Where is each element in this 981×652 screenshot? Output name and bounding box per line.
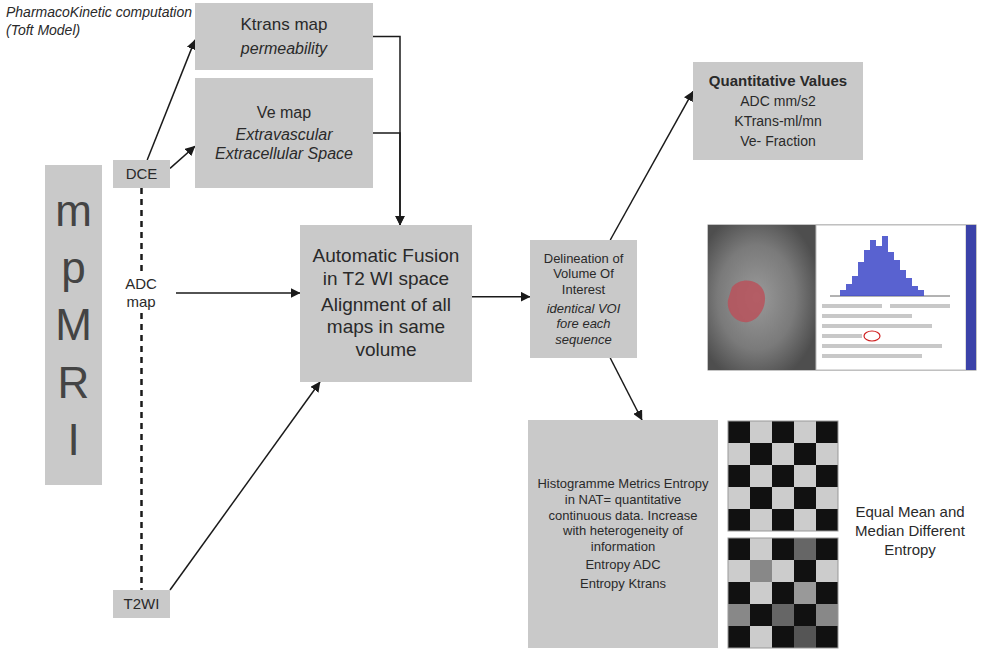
cell — [794, 626, 816, 648]
node-text: KTrans-ml/mn — [734, 113, 821, 130]
cell — [794, 538, 816, 560]
board-frame — [728, 538, 838, 648]
cell — [772, 560, 794, 582]
cell — [772, 626, 794, 648]
node-title: Automatic Fusion in T2 WI space — [308, 245, 464, 291]
cell — [772, 582, 794, 604]
stats-panel — [816, 225, 966, 370]
sequence-box: T2WI — [113, 590, 170, 618]
software-screenshot — [708, 225, 976, 370]
cell — [728, 604, 750, 626]
cell — [750, 626, 772, 648]
process-box: Automatic Fusion in T2 WI spaceAlignment… — [300, 225, 472, 382]
sequence-box: DCE — [113, 160, 170, 188]
cell — [728, 560, 750, 582]
node-title: T2WI — [124, 595, 160, 613]
node-title: ADC map — [110, 275, 172, 311]
cell — [728, 582, 750, 604]
node-title: Delineation of Volume Of Interest — [536, 251, 631, 298]
modality-band: m p M R I — [45, 165, 102, 485]
ui-row — [822, 334, 862, 338]
sequence-label: ADC map — [108, 273, 174, 313]
flow-arrow — [170, 146, 195, 168]
voi-region — [728, 281, 765, 323]
output-box: Histogramme Metrics Entropy in NAT= quan… — [528, 420, 718, 648]
highlight-circle — [864, 331, 880, 341]
figure-note: Equal Mean and Median Different Entropy — [843, 503, 977, 559]
dashed-link — [140, 313, 143, 590]
node-title: Histogramme Metrics Entropy in NAT= quan… — [536, 476, 710, 554]
process-box: Delineation of Volume Of Interestidentic… — [530, 240, 637, 358]
cell — [750, 538, 772, 560]
ui-row — [822, 304, 882, 308]
cell — [750, 604, 772, 626]
mixed-checkerboard — [728, 538, 838, 648]
node-text: Alignment of all maps in same volume — [308, 294, 464, 362]
cell — [750, 560, 772, 582]
dashed-link — [140, 188, 143, 273]
ui-row — [822, 354, 922, 358]
cell — [816, 626, 838, 648]
ui-row — [822, 314, 912, 318]
cell — [728, 538, 750, 560]
cell — [794, 582, 816, 604]
flow-arrow — [147, 40, 195, 160]
cell — [750, 582, 772, 604]
ui-row — [822, 324, 932, 328]
panel-scrollbar — [966, 225, 976, 370]
cell — [816, 582, 838, 604]
node-text: ADC mm/s2 — [740, 93, 815, 110]
output-box: Quantitative ValuesADC mm/s2KTrans-ml/mn… — [693, 62, 863, 160]
flow-arrow — [472, 296, 530, 298]
flow-arrow — [176, 292, 300, 294]
cell — [816, 538, 838, 560]
node-text: Entropy Ktrans — [580, 576, 666, 592]
cell — [794, 604, 816, 626]
cell — [794, 560, 816, 582]
mri-slice — [708, 225, 816, 370]
cell — [816, 604, 838, 626]
histogram-bars — [840, 236, 924, 296]
flow-arrow — [170, 382, 320, 590]
flow-arrow — [610, 91, 693, 240]
node-title: Ktrans map — [241, 15, 328, 35]
flow-arrow — [610, 358, 642, 420]
node-title: Quantitative Values — [709, 72, 847, 90]
cell — [772, 604, 794, 626]
screenshot-frame — [708, 225, 976, 370]
flow-arrow — [373, 37, 400, 226]
node-title: m p M R I — [55, 182, 92, 468]
node-text: Entropy ADC — [585, 557, 660, 573]
node-text: Ve- Fraction — [740, 133, 815, 150]
flow-arrow — [373, 133, 400, 225]
node-title: DCE — [126, 165, 158, 183]
method-note: PharmacoKinetic computation (Toft Model) — [6, 4, 192, 39]
map-box: Ve mapExtravascular Extracellular Space — [195, 78, 373, 188]
ui-row — [822, 344, 942, 348]
cell — [816, 560, 838, 582]
map-box: Ktrans map permeability — [195, 3, 373, 70]
node-text: identical VOI fore each sequence — [536, 301, 631, 348]
uniform-checkerboard — [728, 421, 838, 531]
cell — [772, 538, 794, 560]
cell — [728, 626, 750, 648]
node-text: Extravascular Extracellular Space — [201, 125, 367, 163]
node-text: permeability — [241, 39, 327, 58]
ui-row — [890, 304, 950, 308]
node-title: Ve map — [257, 103, 311, 122]
